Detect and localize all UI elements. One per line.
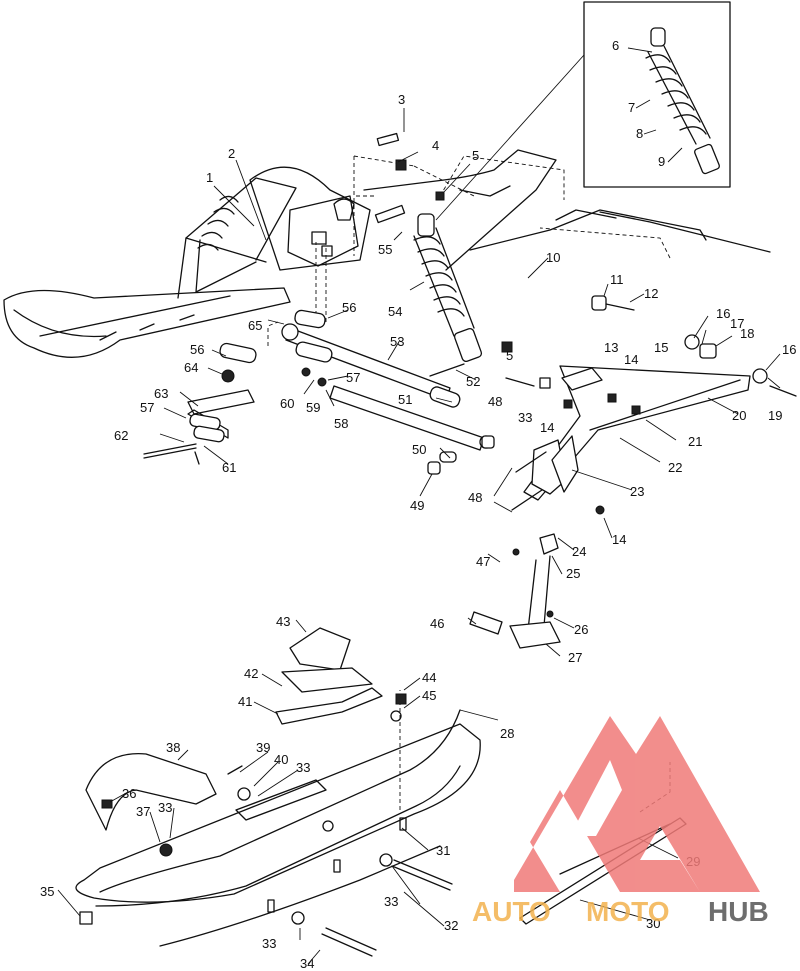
callout-56a: 56: [342, 300, 356, 315]
callout-60: 60: [280, 396, 294, 411]
callout-63: 63: [154, 386, 168, 401]
callout-54: 54: [388, 304, 402, 319]
callout-50: 50: [412, 442, 426, 457]
callout-41: 41: [238, 694, 252, 709]
callout-27: 27: [568, 650, 582, 665]
watermark-logo: AUTO MOTO HUB: [472, 716, 769, 927]
callout-19: 19: [768, 408, 782, 423]
callout-15: 15: [654, 340, 668, 355]
callout-12: 12: [644, 286, 658, 301]
ski-saddle: [275, 627, 383, 725]
callout-52: 52: [466, 374, 480, 389]
callout-62: 62: [114, 428, 128, 443]
callout-55: 55: [378, 242, 392, 257]
callout-18: 18: [740, 326, 754, 341]
callout-37: 37: [136, 804, 150, 819]
callout-40: 40: [274, 752, 288, 767]
spindle-assembly: [429, 363, 751, 649]
callout-47: 47: [476, 554, 490, 569]
callout-14a: 14: [624, 352, 638, 367]
callout-leaders: [57, 47, 781, 965]
callout-65: 65: [248, 318, 262, 333]
mounting-bracket: [143, 369, 255, 465]
callout-13: 13: [604, 340, 618, 355]
callout-57b: 57: [140, 400, 154, 415]
callout-14c: 14: [612, 532, 626, 547]
callout-35: 35: [40, 884, 54, 899]
callout-33a: 33: [296, 760, 310, 775]
callout-31: 31: [436, 843, 450, 858]
callout-labels: 1 2 3 4 5 5 6 7 8 9 10 11 12 13 14 14 14…: [40, 38, 796, 971]
callout-14b: 14: [540, 420, 554, 435]
watermark-text-moto: MOTO: [586, 896, 669, 927]
callout-17: 17: [730, 316, 744, 331]
callout-6: 6: [612, 38, 619, 53]
callout-48b: 48: [468, 490, 482, 505]
callout-53: 53: [390, 334, 404, 349]
callout-44: 44: [422, 670, 436, 685]
callout-10: 10: [546, 250, 560, 265]
callout-33b: 33: [158, 800, 172, 815]
callout-38: 38: [166, 740, 180, 755]
callout-1: 1: [206, 170, 213, 185]
callout-5: 5: [472, 148, 479, 163]
callout-30: 30: [646, 916, 660, 931]
callout-25: 25: [566, 566, 580, 581]
callout-56b: 56: [190, 342, 204, 357]
callout-24: 24: [572, 544, 586, 559]
callout-33e: 33: [518, 410, 532, 425]
left-suspension-assembly: [3, 149, 771, 358]
callout-58: 58: [334, 416, 348, 431]
ski: [75, 693, 687, 957]
callout-36: 36: [122, 786, 136, 801]
callout-2: 2: [228, 146, 235, 161]
callout-16b: 16: [782, 342, 796, 357]
callout-4: 4: [432, 138, 439, 153]
callout-34: 34: [300, 956, 314, 971]
callout-20: 20: [732, 408, 746, 423]
callout-48a: 48: [488, 394, 502, 409]
callout-43: 43: [276, 614, 290, 629]
small-hardware: [301, 341, 641, 618]
callout-57a: 57: [346, 370, 360, 385]
callout-33d: 33: [262, 936, 276, 951]
callout-22: 22: [668, 460, 682, 475]
callout-16a: 16: [716, 306, 730, 321]
shock-detail-inset: [435, 1, 731, 221]
callout-21: 21: [688, 434, 702, 449]
callout-64: 64: [184, 360, 198, 375]
inset-shock-absorber: [645, 27, 720, 175]
callout-5b: 5: [506, 348, 513, 363]
callout-7: 7: [628, 100, 635, 115]
callout-42: 42: [244, 666, 258, 681]
callout-51: 51: [398, 392, 412, 407]
callout-33c: 33: [384, 894, 398, 909]
radius-rods: [219, 309, 493, 451]
callout-3: 3: [398, 92, 405, 107]
hardware-top: [376, 132, 797, 397]
callout-8: 8: [636, 126, 643, 141]
callout-28: 28: [500, 726, 514, 741]
callout-49: 49: [410, 498, 424, 513]
callout-9: 9: [658, 154, 665, 169]
watermark-text-auto: AUTO: [472, 896, 551, 927]
callout-45: 45: [422, 688, 436, 703]
watermark-text-hub: HUB: [708, 896, 769, 927]
callout-23: 23: [630, 484, 644, 499]
callout-11: 11: [610, 272, 624, 287]
shock-absorber: [374, 204, 483, 363]
watermark-triangle-icon: [514, 716, 760, 892]
callout-32: 32: [444, 918, 458, 933]
callout-26: 26: [574, 622, 588, 637]
callout-46: 46: [430, 616, 444, 631]
callout-39: 39: [256, 740, 270, 755]
callout-61: 61: [222, 460, 236, 475]
callout-59: 59: [306, 400, 320, 415]
